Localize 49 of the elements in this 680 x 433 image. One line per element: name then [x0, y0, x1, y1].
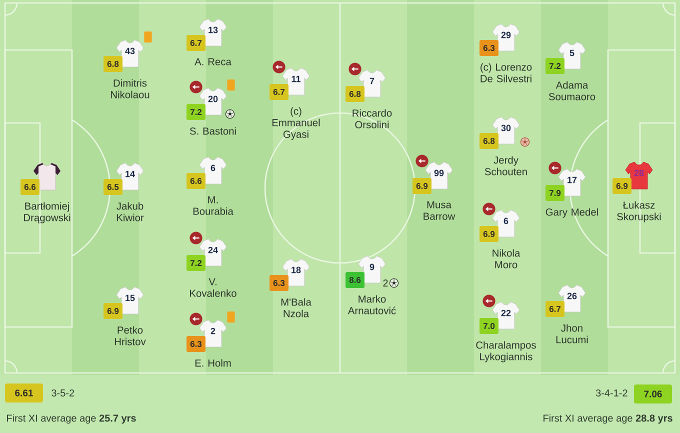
player-name: Jakub Kiwior [116, 202, 144, 222]
player-name: Gary Medel [546, 208, 598, 218]
player-name: Marko Arnautović [348, 295, 396, 314]
rating-badge: 6.9 [612, 178, 632, 194]
rating-badge: 6.8 [480, 133, 498, 149]
rating-badge: 7.0 [480, 318, 498, 334]
player-name: Adama Soumaoro [548, 81, 596, 100]
rating-badge: 7.2 [186, 255, 206, 271]
goal-count: 2 [383, 280, 388, 286]
player-name: Riccardo Orsolini [352, 109, 392, 128]
average-age-text: First XI average age 25.7 yrs [7, 414, 136, 424]
player-name: S. Bastoni [190, 127, 236, 135]
player-name: (c) Emmanuel Gyasi [272, 107, 320, 140]
rating-badge: 7.06 [634, 384, 672, 404]
player-name: A. Reca [194, 58, 232, 66]
rating-badge: 6.8 [104, 56, 122, 72]
rating-badge: 6.7 [270, 84, 288, 100]
player-name: Nikola Moro [492, 249, 520, 268]
player-name: M'Bala Nzola [281, 298, 312, 318]
rating-badge: 8.6 [346, 272, 364, 288]
rating-badge: 7.2 [186, 104, 206, 120]
player-name: Musa Barrow [424, 201, 456, 220]
rating-badge: 6.9 [104, 303, 122, 319]
player-name: Charalampos Lykogiannis [476, 341, 536, 362]
rating-badge: 6.7 [186, 35, 206, 51]
rating-badge: 6.7 [546, 301, 564, 317]
rating-badge: 6.9 [480, 226, 498, 242]
player-name: Jerdy Schouten [484, 156, 527, 176]
player-name: Petko Hristov [114, 326, 146, 346]
average-age-text: First XI average age 28.8 yrs [544, 414, 672, 424]
player-name: V. Kovalenko [190, 278, 236, 297]
rating-badge: 6.6 [186, 173, 206, 189]
player-name: Dimitris Nikolaou [111, 79, 150, 98]
player-name: Bartłomiej Drągowski [24, 202, 70, 224]
rating-badge: 6.8 [346, 86, 364, 102]
player-name: Łukasz Skorupski [617, 201, 661, 222]
rating-badge: 6.5 [104, 179, 122, 195]
rating-badge: 6.3 [186, 336, 206, 352]
rating-badge: 6.3 [480, 40, 498, 56]
rating-badge: 6.61 [5, 384, 43, 402]
player-name: E. Holm [195, 359, 231, 367]
player-name: (c) Lorenzo De Silvestri [480, 63, 532, 82]
player-name: M. Bourabia [193, 196, 234, 215]
rating-badge: 6.3 [270, 275, 288, 291]
rating-badge: 6.9 [412, 178, 432, 194]
rating-badge: 7.2 [546, 58, 564, 74]
rating-badge: 7.9 [546, 185, 564, 201]
rating-badge: 6.6 [20, 179, 40, 195]
player-name: Jhon Lucumi [556, 324, 588, 344]
